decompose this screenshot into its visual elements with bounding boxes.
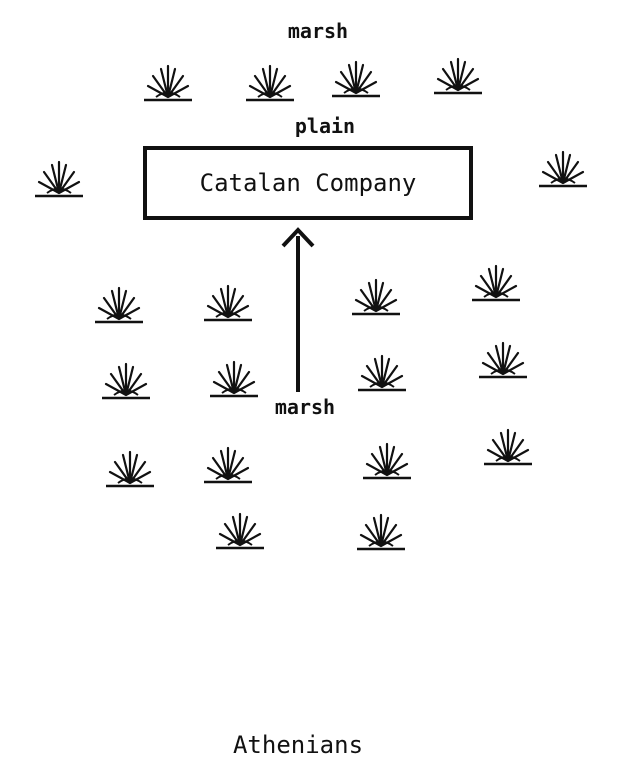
marsh-plant-icon <box>361 442 413 480</box>
marsh-plant-icon <box>350 278 402 316</box>
marsh-plant-icon <box>100 362 152 400</box>
marsh-plant-icon <box>33 160 85 198</box>
catalan-company-label: Catalan Company <box>199 169 417 197</box>
marsh-plant-icon <box>477 341 529 379</box>
mid-marsh-label: marsh <box>274 395 336 419</box>
catalan-company-box: Catalan Company <box>143 146 473 220</box>
plain-label: plain <box>294 114 356 138</box>
marsh-plant-icon <box>93 286 145 324</box>
marsh-plant-icon <box>355 513 407 551</box>
marsh-plant-icon <box>432 57 484 95</box>
marsh-plant-icon <box>330 60 382 98</box>
marsh-plant-icon <box>537 150 589 188</box>
marsh-plant-icon <box>202 284 254 322</box>
marsh-plant-icon <box>244 64 296 102</box>
marsh-plant-icon <box>470 264 522 302</box>
marsh-plant-icon <box>142 64 194 102</box>
marsh-plant-icon <box>356 354 408 392</box>
marsh-plant-icon <box>202 446 254 484</box>
marsh-plant-icon <box>104 450 156 488</box>
athenians-label: Athenians <box>232 731 364 759</box>
marsh-plant-icon <box>482 428 534 466</box>
advance-arrow <box>281 227 315 392</box>
marsh-plant-icon <box>208 360 260 398</box>
marsh-plant-icon <box>214 512 266 550</box>
top-marsh-label: marsh <box>287 19 349 43</box>
